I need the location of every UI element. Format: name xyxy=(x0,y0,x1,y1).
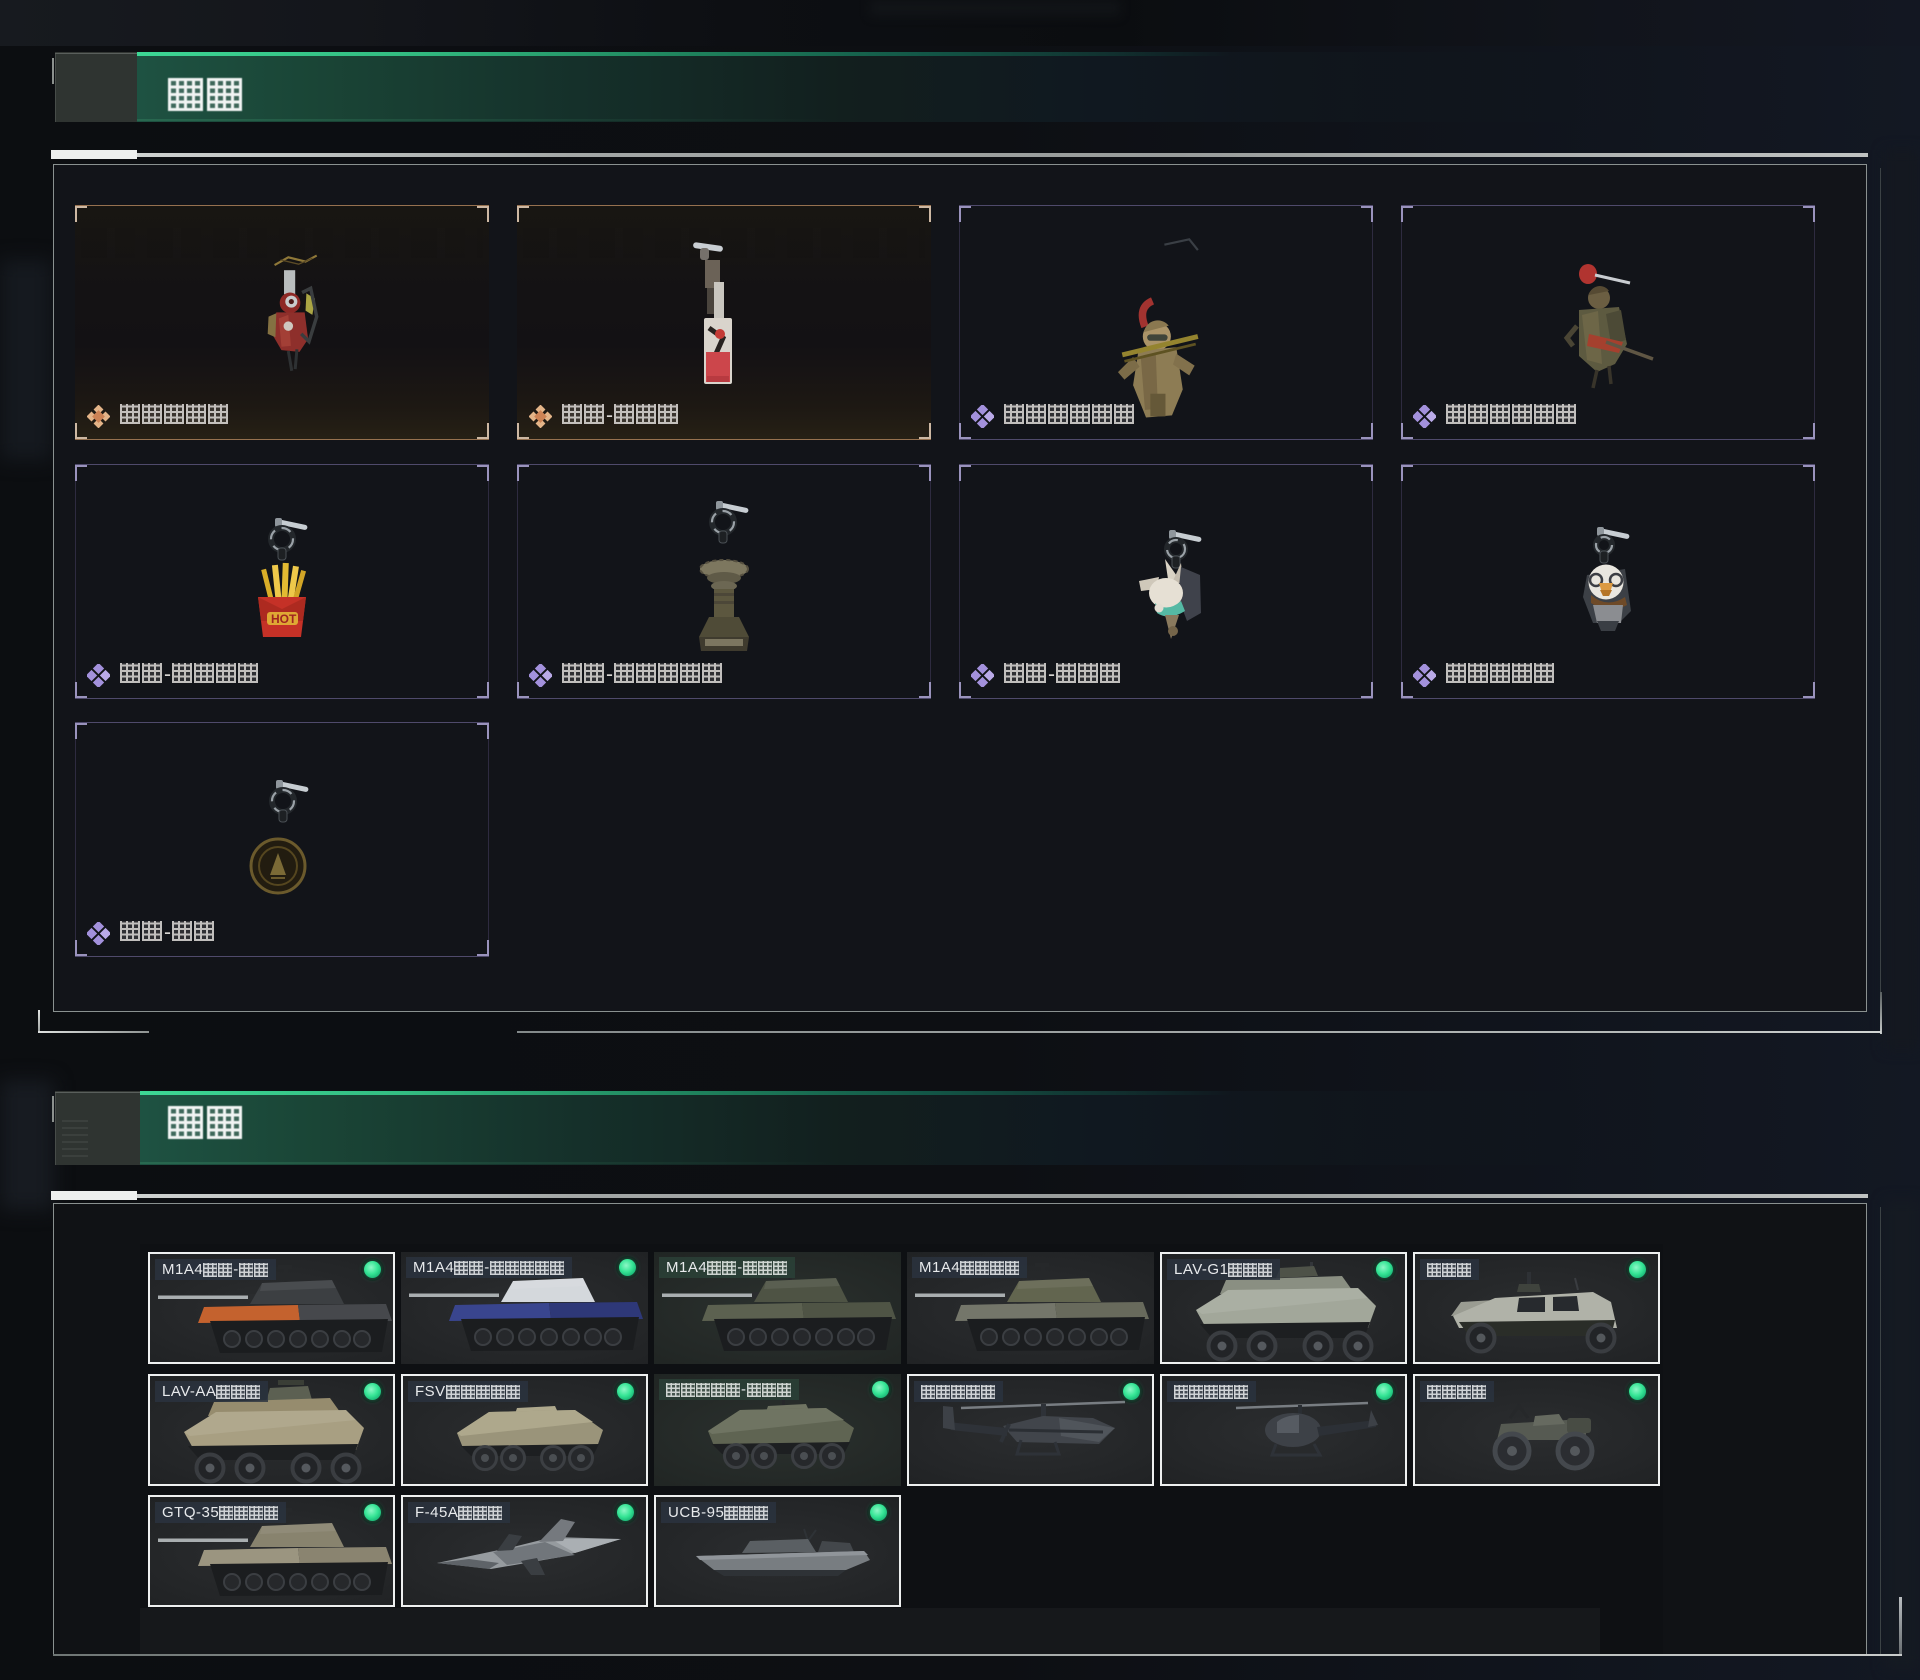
svg-text:HOT: HOT xyxy=(271,612,297,626)
